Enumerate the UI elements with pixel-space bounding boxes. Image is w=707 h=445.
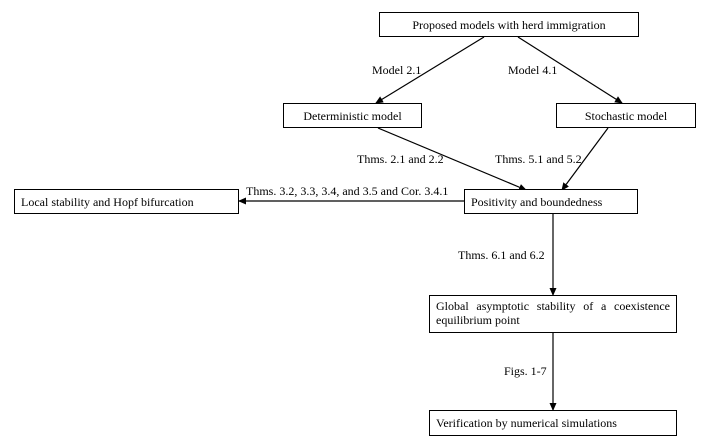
label-model-2-1: Model 2.1	[372, 63, 422, 77]
label-thms-6-1-and-6-2: Thms. 6.1 and 6.2	[458, 248, 545, 262]
node-global-stability: Global asymptotic stability of a coexist…	[429, 295, 677, 333]
arrow-stochastic-to-positivity	[561, 127, 609, 191]
arrow-proposed-to-deterministic	[375, 36, 485, 104]
node-deterministic-model: Deterministic model	[283, 103, 422, 128]
label-figs-1-7: Figs. 1-7	[504, 364, 547, 378]
arrow-deterministic-to-positivity	[377, 127, 527, 191]
node-positivity: Positivity and boundedness	[464, 189, 638, 214]
arrow-proposed-to-stochastic	[517, 36, 623, 104]
node-stochastic-model: Stochastic model	[556, 103, 696, 128]
label-thms-2-1-and-2-2: Thms. 2.1 and 2.2	[357, 152, 444, 166]
node-verification: Verification by numerical simulations	[429, 410, 677, 436]
label-model-4-1: Model 4.1	[508, 63, 558, 77]
node-local-stability: Local stability and Hopf bifurcation	[14, 189, 239, 214]
node-proposed-models: Proposed models with herd immigration	[379, 12, 639, 37]
label-thms-3-2-cor-3-4-1: Thms. 3.2, 3.3, 3.4, and 3.5 and Cor. 3.…	[246, 184, 449, 198]
label-thms-5-1-and-5-2: Thms. 5.1 and 5.2	[495, 152, 582, 166]
